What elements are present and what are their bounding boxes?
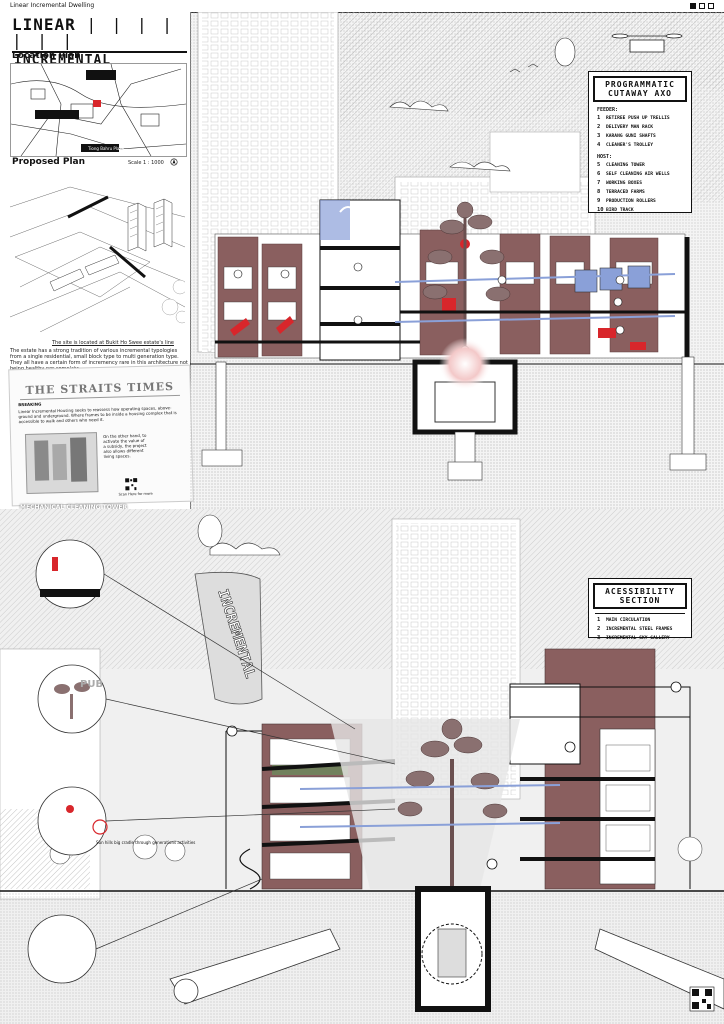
cutaway-axo-drawing xyxy=(190,12,724,509)
qr-code-icon[interactable] xyxy=(124,477,139,492)
photo-label: MECHANICAL CLEANING TOWER xyxy=(20,504,128,511)
title-line-1: LINEAR | | | | | | | xyxy=(12,15,175,50)
section-legend-title: ACESSIBILITY SECTION xyxy=(593,583,687,609)
north-arrow-icon xyxy=(170,158,178,166)
newspaper-photo xyxy=(24,432,99,494)
newspaper-side-text: On the other hand, to activate the value… xyxy=(102,432,147,459)
qr-code-icon[interactable] xyxy=(689,986,715,1012)
host-label: HOST: xyxy=(597,154,613,160)
plan-scale: Scale 1 : 1000 xyxy=(128,160,164,166)
title-bars-decoration: | | | | | | | xyxy=(12,15,175,50)
newspaper-collage: THE STRAITS TIMES BREAKING Linear Increm… xyxy=(8,364,194,507)
proposed-plan-heading: Proposed Plan xyxy=(12,157,86,167)
location-plan-map: Tiong Bahru Plaza xyxy=(10,63,187,157)
map-label: Tiong Bahru Plaza xyxy=(87,146,124,151)
axo-legend-title: PROGRAMMATIC CUTAWAY AXO xyxy=(593,76,687,102)
accessibility-section-drawing: INCREMENTAL xyxy=(0,509,724,1024)
feeder-label: FEEDER: xyxy=(597,107,619,113)
proposed-plan-drawing xyxy=(10,177,185,332)
page-marker-icon xyxy=(690,3,696,9)
newspaper-body: Linear Incremental Housing seeks to reas… xyxy=(18,405,177,425)
bubble-text: Sun hills big cradle through generations… xyxy=(96,840,195,845)
pub-label: PUB xyxy=(80,679,103,690)
plan-caption: The site is located at Bukit Ho Swee est… xyxy=(52,340,174,346)
header-label: Linear Incremental Dwelling xyxy=(10,2,95,9)
qr-caption: Scan Here for more xyxy=(118,491,153,497)
location-plan-heading: Location Plan xyxy=(12,51,81,61)
page-marker-icon xyxy=(699,3,705,9)
page-marker-icon xyxy=(708,3,714,9)
